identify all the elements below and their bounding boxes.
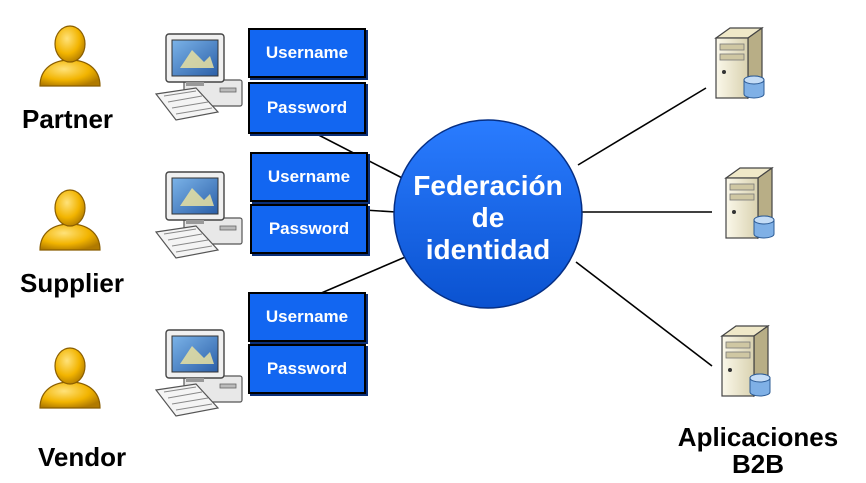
user-icon — [39, 189, 101, 251]
supplier-password-box: Password — [250, 204, 368, 254]
username-label: Username — [265, 307, 349, 326]
hub-label-line-2: de — [471, 202, 505, 233]
b2b-applications-label: Aplicaciones B2B — [660, 424, 856, 478]
apps-label-line-1: Aplicaciones — [677, 422, 839, 452]
password-label: Password — [266, 359, 348, 378]
password-label: Password — [266, 98, 348, 117]
user-icon — [39, 25, 101, 87]
computer-icon — [155, 171, 243, 259]
connector-server-1 — [577, 87, 707, 166]
vendor-password-box: Password — [248, 344, 366, 394]
apps-label-line-2: B2B — [731, 449, 784, 479]
user-icon — [39, 347, 101, 409]
connector-supplier — [363, 209, 397, 213]
hub-label: Federación de identidad — [393, 170, 583, 266]
vendor-label: Vendor — [38, 442, 127, 472]
federation-hub — [393, 119, 583, 309]
password-label: Password — [268, 219, 350, 238]
connector-server-3 — [575, 261, 713, 367]
server-icon — [721, 325, 771, 397]
server-icon — [725, 167, 775, 239]
username-label: Username — [265, 43, 349, 62]
partner-password-box: Password — [248, 82, 366, 134]
hub-label-line-3: identidad — [425, 234, 551, 265]
partner-label: Partner — [22, 104, 114, 134]
username-label: Username — [267, 167, 351, 186]
vendor-username-box: Username — [248, 292, 366, 342]
computer-icon — [155, 33, 243, 121]
partner-username-box: Username — [248, 28, 366, 78]
server-icon — [715, 27, 765, 99]
hub-label-line-1: Federación — [413, 170, 563, 201]
supplier-label: Supplier — [20, 268, 125, 298]
computer-icon — [155, 329, 243, 417]
supplier-username-box: Username — [250, 152, 368, 202]
